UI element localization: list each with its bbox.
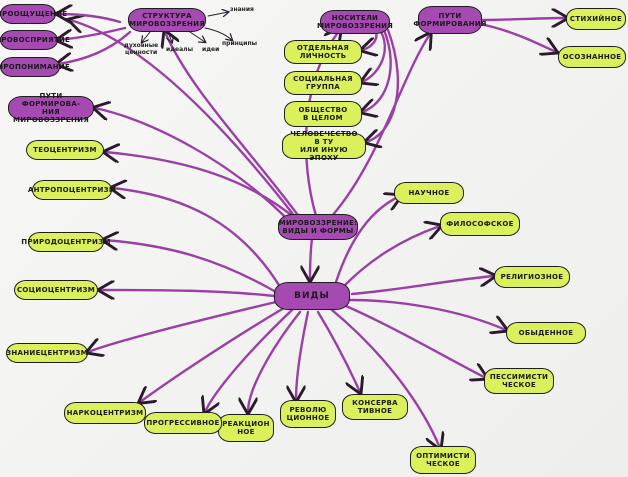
edge-structure-ideas (189, 31, 205, 42)
edge-structure-principles (204, 27, 232, 40)
node-formation-ways: ПУТИ ФОРМИРОВАНИЯ (413, 6, 486, 34)
node-anthropocentrism: АНТРОПОЦЕНТРИЗМ (28, 180, 116, 200)
label-principles: принципы (222, 40, 258, 47)
node-reactionary: РЕАКЦИОН НОЕ (218, 414, 274, 442)
edge-types-pessim (344, 304, 486, 378)
node-conservative: КОНСЕРВА ТИВНОЕ (342, 394, 408, 420)
edge-types-conserv (316, 310, 360, 392)
edge-carriers-society (362, 28, 392, 112)
label-knowledge: знания (230, 6, 254, 13)
edge-types-knowledge (88, 300, 278, 352)
node-individual: ОТДЕЛЬНАЯ ЛИЧНОСТЬ (284, 40, 362, 64)
edge-structure-ideals (168, 31, 172, 42)
edge-types-science (334, 196, 400, 284)
edge-types-progress (205, 308, 294, 412)
node-conscious: ОСОЗНАННОЕ (558, 46, 626, 68)
node-philosophical: ФИЛОСОФСКОЕ (440, 212, 520, 236)
edge-center-structure (165, 32, 302, 220)
node-mirooshchushchenie: МИРООЩУЩЕНИЕ (0, 4, 67, 24)
edge-carriers-humanity (366, 28, 400, 142)
edge-center-formation (330, 34, 430, 218)
edge-types-narco (140, 306, 286, 402)
node-optimistic: ОПТИМИСТИ ЧЕСКОЕ (410, 446, 476, 474)
node-worldview-types: МИРОВОЗЗРЕНИЕ: ВИДЫ И ФОРМЫ (278, 214, 358, 240)
label-ideas: идеи (202, 46, 220, 53)
edge-types-socio (100, 290, 276, 296)
node-knowledgecentrism: ЗНАНИЕЦЕНТРИЗМ (6, 343, 88, 363)
node-everyday: ОБЫДЕННОЕ (506, 322, 586, 344)
edge-types-relig (350, 276, 494, 296)
edge-topleft-1 (58, 14, 122, 22)
edge-formation-conscious (478, 22, 556, 52)
node-religious: РЕЛИГИОЗНОЕ (494, 266, 570, 288)
edge-structure-values (142, 31, 151, 42)
edge-center-theo (105, 152, 302, 224)
edge-center-types (310, 236, 312, 280)
node-paths-formation: ПУТИ ФОРМИРОВА- НИЯ МИРОВОЗЗРЕНИЯ (8, 92, 94, 124)
edge-types-natur (104, 240, 278, 294)
label-ideals: идеалы (166, 46, 193, 53)
edge-carriers-group (362, 28, 386, 82)
node-narcocentrism: НАРКОЦЕНТРИЗМ (64, 402, 146, 424)
edge-types-philo (342, 226, 440, 288)
edge-types-anthro (112, 188, 284, 292)
edge-topleft-3 (58, 30, 132, 64)
edge-types-optim (330, 308, 440, 448)
node-sociocentrism: СОЦИОЦЕНТРИЗМ (14, 280, 98, 300)
node-scientific: НАУЧНОЕ (394, 182, 464, 204)
edge-types-revol (296, 310, 310, 400)
node-revolutionary: РЕВОЛЮ ЦИОННОЕ (280, 400, 336, 428)
edge-types-everyday (348, 298, 506, 330)
edge-center-paths (95, 108, 292, 224)
node-theocentrism: ТЕОЦЕНТРИЗМ (26, 140, 104, 160)
node-social-group: СОЦИАЛЬНАЯ ГРУППА (284, 71, 362, 95)
edge-center-topleft (70, 20, 298, 220)
edge-topleft-2 (58, 26, 127, 40)
node-structure: СТРУКТУРА МИРОВОЗЗРЕНИЯ (128, 8, 206, 32)
node-progressive: ПРОГРЕССИВНОЕ (144, 412, 222, 434)
label-spiritual-values: духовные ценности (124, 42, 159, 56)
node-mirovospriyatie: МИРОВОСПРИЯТИЕ (0, 30, 70, 50)
node-pessimistic: ПЕССИМИСТИ ЧЕСКОЕ (484, 368, 554, 394)
edge-structure-knowledge (207, 12, 228, 16)
node-carriers: НОСИТЕЛИ МИРОВОЗЗРЕНИЯ (317, 10, 393, 34)
node-miroponimanie: МИРОПОНИМАНИЕ (0, 57, 70, 77)
edge-types-reaction (248, 310, 302, 412)
edge-formation-spont (478, 18, 566, 20)
node-spontaneous: СТИХИЙНОЕ (566, 8, 626, 30)
node-types: ВИДЫ (274, 282, 350, 310)
node-society: ОБЩЕСТВО В ЦЕЛОМ (284, 101, 362, 127)
node-humanity: ЧЕЛОВЕЧЕСТВО В ТУ ИЛИ ИНУЮ ЭПОХУ (282, 130, 366, 162)
node-naturocentrism: ПРИРОДОЦЕНТРИЗМ (21, 232, 110, 252)
